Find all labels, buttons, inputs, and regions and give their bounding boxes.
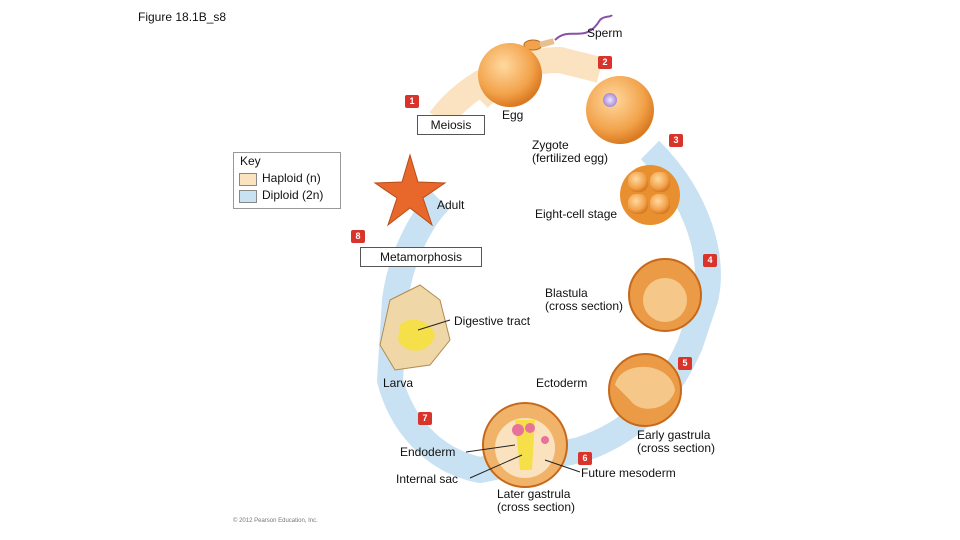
key-title: Key	[240, 154, 261, 168]
haploid-swatch	[239, 173, 257, 186]
eight-cell-embryo	[620, 165, 680, 225]
step-badge-6: 6	[578, 452, 592, 465]
step-badge-2: 2	[598, 56, 612, 69]
step-badge-4: 4	[703, 254, 717, 267]
meiosis-box: Meiosis	[417, 115, 485, 135]
sperm-icon	[523, 14, 613, 51]
step-badge-1: 1	[405, 95, 419, 108]
figure-title: Figure 18.1B_s8	[138, 10, 227, 24]
metamorphosis-box: Metamorphosis	[360, 247, 482, 267]
label-eight-cell: Eight-cell stage	[535, 207, 618, 221]
label-adult: Adult	[437, 198, 465, 212]
cycle-arrow-diploid	[377, 140, 721, 483]
key-diploid-label: Diploid (2n)	[262, 188, 324, 202]
larva	[379, 284, 451, 371]
label-sperm: Sperm	[587, 26, 623, 40]
key-legend: Key Haploid (n) Diploid (2n)	[233, 152, 341, 209]
adult-sea-star	[373, 153, 447, 227]
label-blastula: Blastula (cross section)	[545, 286, 624, 313]
step-badge-5: 5	[678, 357, 692, 370]
leader-mesoderm	[544, 459, 581, 473]
key-haploid-label: Haploid (n)	[262, 171, 321, 185]
label-digestive-tract: Digestive tract	[454, 314, 531, 328]
copyright: © 2012 Pearson Education, Inc.	[233, 518, 318, 524]
leader-endoderm	[465, 444, 516, 453]
leader-internal-sac	[469, 454, 523, 479]
step-badge-7: 7	[418, 412, 432, 425]
step-badge-8: 8	[351, 230, 365, 243]
label-future-mesoderm: Future mesoderm	[581, 466, 676, 480]
later-gastrula	[482, 402, 568, 488]
label-zygote: Zygote (fertilized egg)	[532, 138, 609, 165]
label-internal-sac: Internal sac	[396, 472, 459, 486]
diploid-swatch	[239, 190, 257, 203]
zygote-cell	[586, 76, 654, 144]
label-later-gastrula: Later gastrula (cross section)	[497, 487, 576, 514]
early-gastrula	[608, 353, 682, 427]
label-early-gastrula: Early gastrula (cross section)	[637, 428, 716, 455]
label-ectoderm: Ectoderm	[536, 376, 588, 390]
label-egg: Egg	[502, 108, 524, 122]
step-badge-3: 3	[669, 134, 683, 147]
leader-digestive	[417, 319, 451, 331]
label-larva: Larva	[383, 376, 414, 390]
blastula	[628, 258, 702, 332]
label-endoderm: Endoderm	[400, 445, 456, 459]
egg-cell	[478, 43, 542, 107]
zygote-nucleus	[603, 93, 617, 107]
